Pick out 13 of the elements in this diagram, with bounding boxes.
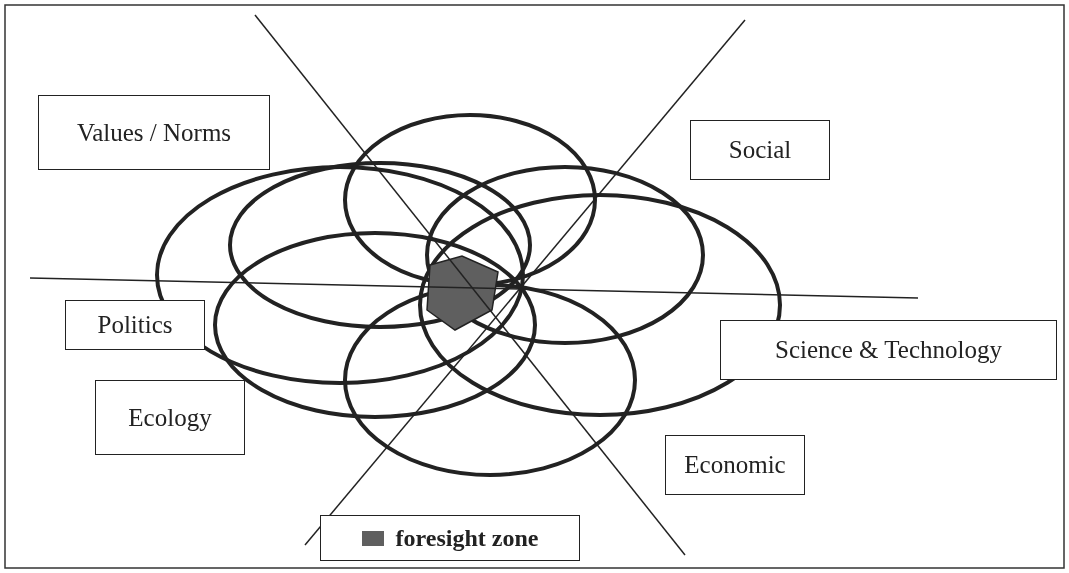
- category-label: Ecology: [128, 403, 212, 432]
- label-box: [690, 120, 830, 180]
- category-label: Social: [728, 136, 792, 164]
- label-box: [95, 380, 245, 455]
- label-box: [665, 435, 805, 495]
- category-label: Science & Technology: [775, 336, 1002, 364]
- legend-label: foresight zone: [395, 524, 539, 552]
- category-label: Economic: [684, 451, 786, 479]
- label-box: [720, 320, 1057, 380]
- category-label: Values / Norms: [76, 118, 232, 147]
- label-box: [38, 95, 270, 170]
- label-box: [65, 300, 205, 350]
- category-label: Politics: [97, 311, 173, 339]
